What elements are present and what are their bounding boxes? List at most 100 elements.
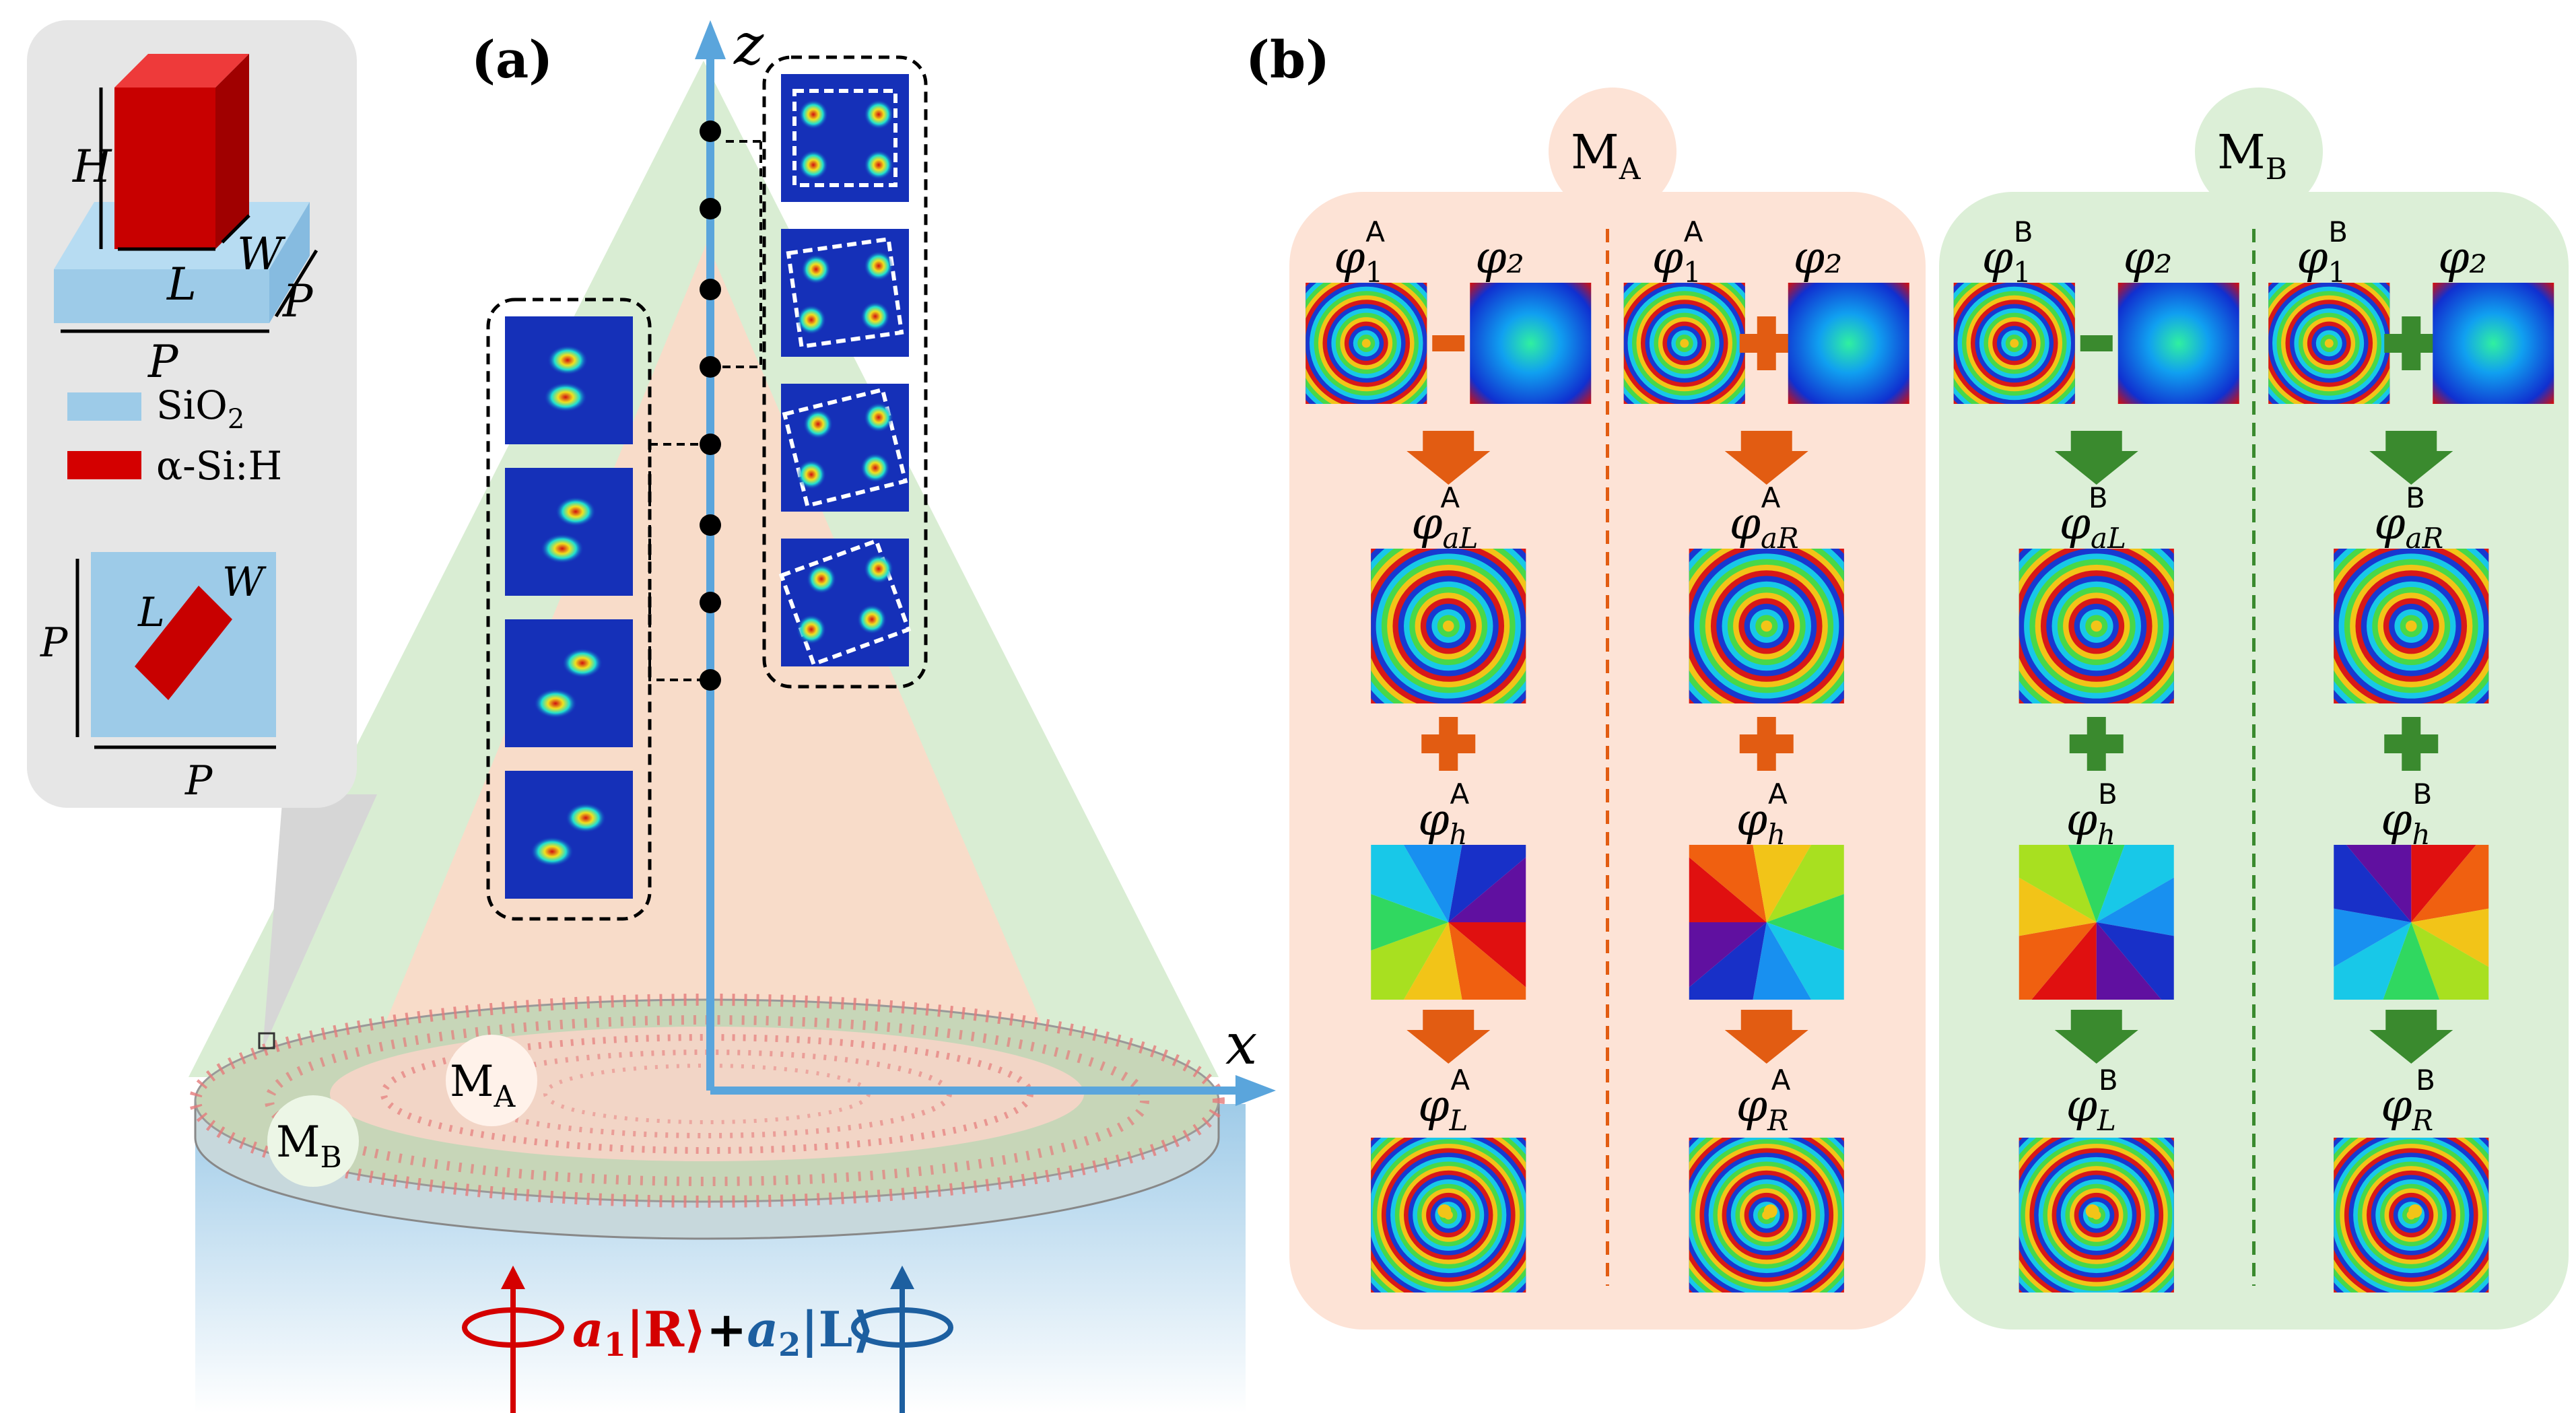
z-axis-label: z (733, 11, 764, 77)
phase-sum-label: φaLB (2060, 481, 2126, 555)
x-axis-label: x (1225, 1011, 1257, 1077)
hologram-phase-label: φhA (1736, 778, 1788, 851)
ma-region-label: MA (450, 1057, 516, 1114)
hologram-phase-image (2019, 845, 2174, 1000)
group-header-label: MA (1571, 125, 1641, 186)
group-header-label: MB (2217, 125, 2287, 186)
lcp-icon (851, 1307, 953, 1348)
legend-swatch-asi (67, 451, 141, 479)
incident-light: a1|R⟩+a2|L⟩ (462, 1266, 953, 1413)
length-label: L (166, 259, 197, 310)
focal-dot (700, 279, 721, 300)
ma-region-bubble (446, 1035, 537, 1126)
legend-label-asi: α-Si:H (156, 443, 282, 489)
focal-dot (700, 198, 721, 219)
width-label: W (237, 228, 286, 280)
plus-sign (1739, 717, 1794, 771)
focal-dot (700, 514, 721, 536)
minus-sign (1432, 335, 1465, 351)
plus-sign (2069, 717, 2124, 771)
plus-sign (1421, 717, 1476, 771)
left-field-group (486, 298, 652, 921)
phi1-phase-image (1623, 283, 1745, 404)
down-arrow (2054, 431, 2138, 485)
output-phase-image (1689, 1138, 1844, 1293)
top-length-label: L (137, 589, 165, 636)
plus-sign (2384, 316, 2439, 370)
hologram-phase-image (1371, 845, 1526, 1000)
phase-sum-image (1689, 549, 1844, 703)
mb-region-label: MB (276, 1117, 342, 1175)
top-period-bottom-label: P (184, 757, 213, 804)
unit-cell-3d: H L W P P (54, 54, 318, 388)
phi2-label: φ₂ (1794, 232, 1843, 283)
hologram-phase-label: φhB (2381, 778, 2432, 851)
focal-dot (700, 592, 721, 613)
x-axis-arrowhead (1235, 1075, 1276, 1106)
focal-dot (700, 434, 721, 455)
phi1-phase-image (1953, 283, 2075, 404)
phi2-label: φ₂ (2438, 232, 2487, 283)
top-width-label: W (222, 559, 267, 606)
field-image (505, 316, 633, 444)
period-bottom-label: P (147, 336, 179, 388)
panel-a: H L W P P SiO2 α-Si:H L W P P (27, 11, 1276, 1413)
panel-a-label: (a) (471, 30, 553, 90)
legend-label-sio2: SiO2 (156, 382, 244, 435)
period-side-label: P (282, 275, 314, 327)
field-image (505, 619, 633, 747)
left-field-images (505, 316, 633, 899)
panel-b-label: (b) (1246, 30, 1330, 90)
phi1-phase-image (1306, 283, 1427, 404)
down-arrow (2054, 1010, 2138, 1064)
field-image (505, 468, 633, 596)
height-label: H (72, 141, 112, 193)
phase-sum-image (2019, 549, 2174, 703)
rcp-icon (462, 1307, 564, 1348)
top-period-left-label: P (40, 619, 69, 666)
output-phase-image (2334, 1138, 2489, 1293)
phase-sum-image (2334, 549, 2489, 703)
phase-sum-image (1371, 549, 1526, 703)
phi2-phase-image (2433, 283, 2554, 404)
phi2-label: φ₂ (2124, 232, 2173, 283)
hologram-phase-image (2334, 845, 2489, 1000)
focal-dot (700, 356, 721, 378)
minus-sign (2080, 335, 2113, 351)
connector-lines (648, 140, 762, 681)
output-phase-image (2019, 1138, 2174, 1293)
unit-cell-top-view: L W P P (40, 552, 276, 804)
unit-cell-marker (258, 1032, 275, 1049)
field-image (781, 539, 909, 666)
field-image (781, 384, 909, 512)
phi2-phase-image (1788, 283, 1909, 404)
phi2-label: φ₂ (1475, 232, 1524, 283)
plus-sign (2384, 717, 2439, 771)
output-phase-label: φRA (1736, 1064, 1791, 1137)
output-phase-label: φLB (2066, 1064, 2118, 1137)
inset-callout (263, 794, 377, 1050)
down-arrow (1406, 1010, 1491, 1064)
field-image (505, 771, 633, 899)
focal-dot (700, 120, 721, 142)
plus-sign (1739, 316, 1794, 370)
output-phase-label: φLA (1418, 1064, 1470, 1137)
legend-swatch-sio2 (67, 392, 141, 421)
phi2-phase-image (1470, 283, 1592, 404)
hologram-phase-image (1689, 845, 1844, 1000)
group-header-bubble (1549, 88, 1676, 215)
down-arrow (2369, 1010, 2453, 1064)
phi2-phase-image (2117, 283, 2239, 404)
output-phase-image (1371, 1138, 1526, 1293)
down-arrow (2369, 431, 2453, 485)
group-header-bubble (2195, 88, 2323, 215)
z-axis-arrowhead (695, 20, 726, 59)
